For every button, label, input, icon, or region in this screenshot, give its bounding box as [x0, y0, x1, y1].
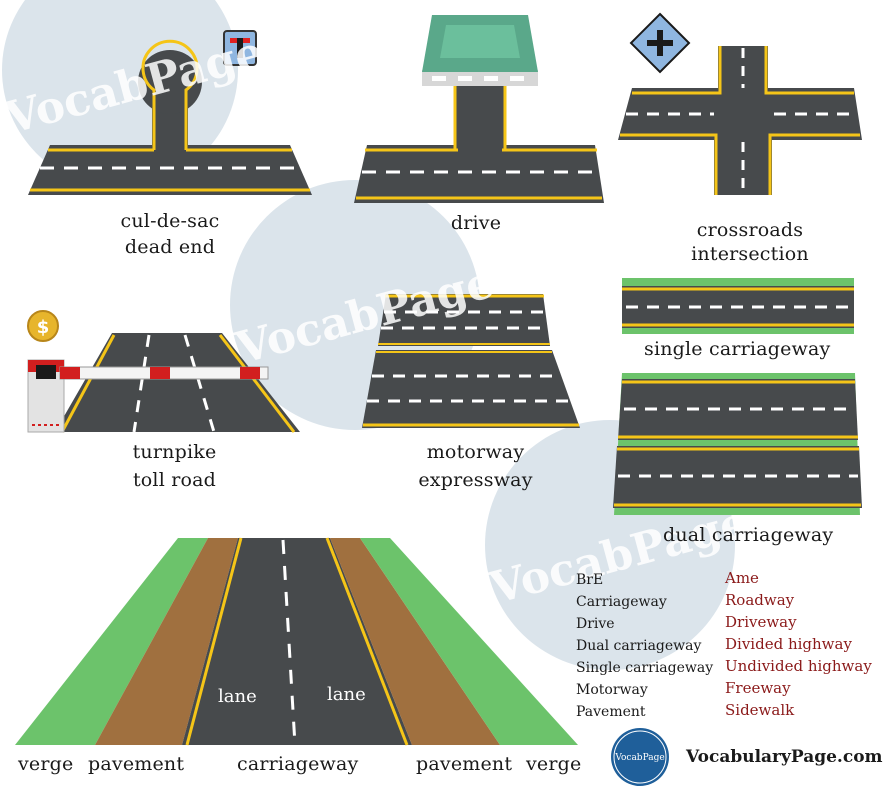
ame-term: Sidewalk [725, 701, 795, 719]
drive-road [354, 85, 604, 203]
dollar-coin-icon: $ [27, 310, 59, 342]
bre-header: BrE [576, 572, 604, 588]
motorway-road [362, 294, 580, 428]
single-carriageway-road [622, 278, 854, 334]
bre-column: BrE Carriageway Drive Dual carriageway S… [576, 569, 713, 723]
label-single-carriageway: single carriageway [644, 338, 831, 360]
lane-label-right: lane [327, 684, 366, 705]
label-verge-left: verge [18, 753, 74, 775]
dual-carriageway-road [613, 373, 862, 515]
label-dual-carriageway: dual carriageway [663, 524, 834, 546]
label-pavement-left: pavement [88, 753, 185, 775]
ame-term: Divided highway [725, 635, 852, 653]
house-icon [422, 15, 538, 86]
ame-column: Ame Roadway Driveway Divided highway Und… [725, 567, 872, 721]
label-pavement-right: pavement [416, 753, 513, 775]
lane-label-left: lane [218, 686, 257, 707]
ame-term: Undivided highway [725, 657, 872, 675]
label-cul-de-sac: cul-de-sac dead end [120, 210, 220, 258]
logo-text: VocabPage [614, 753, 664, 763]
ame-term: Driveway [725, 613, 797, 631]
bre-term: Motorway [576, 682, 648, 698]
bre-term: Drive [576, 616, 615, 632]
turnpike-road [55, 333, 300, 433]
label-verge-right: verge [526, 753, 582, 775]
t-junction-sign-icon [223, 30, 257, 66]
bre-term: Pavement [576, 704, 646, 720]
ame-header: Ame [725, 569, 759, 587]
label-motorway: motorway expressway [418, 441, 533, 491]
cul-de-sac-road [28, 39, 312, 195]
bre-term: Single carriageway [576, 660, 714, 676]
label-drive: drive [450, 212, 502, 234]
label-crossroads: crossroads intersection [691, 219, 809, 265]
label-carriageway: carriageway [237, 753, 359, 775]
toll-booth-icon [27, 359, 269, 433]
ame-term: Roadway [725, 591, 795, 609]
svg-text:$: $ [37, 317, 50, 338]
vocabpage-logo: VocabPage [611, 728, 669, 786]
road-cross-section [15, 537, 578, 746]
ame-term: Freeway [725, 679, 791, 697]
bre-term: Dual carriageway [576, 638, 702, 654]
bre-term: Carriageway [576, 594, 667, 610]
label-turnpike: turnpike toll road [132, 441, 217, 491]
crossroads-road [618, 46, 862, 195]
site-url: VocabularyPage.com [686, 747, 883, 767]
crossroads-sign-icon [629, 12, 691, 74]
